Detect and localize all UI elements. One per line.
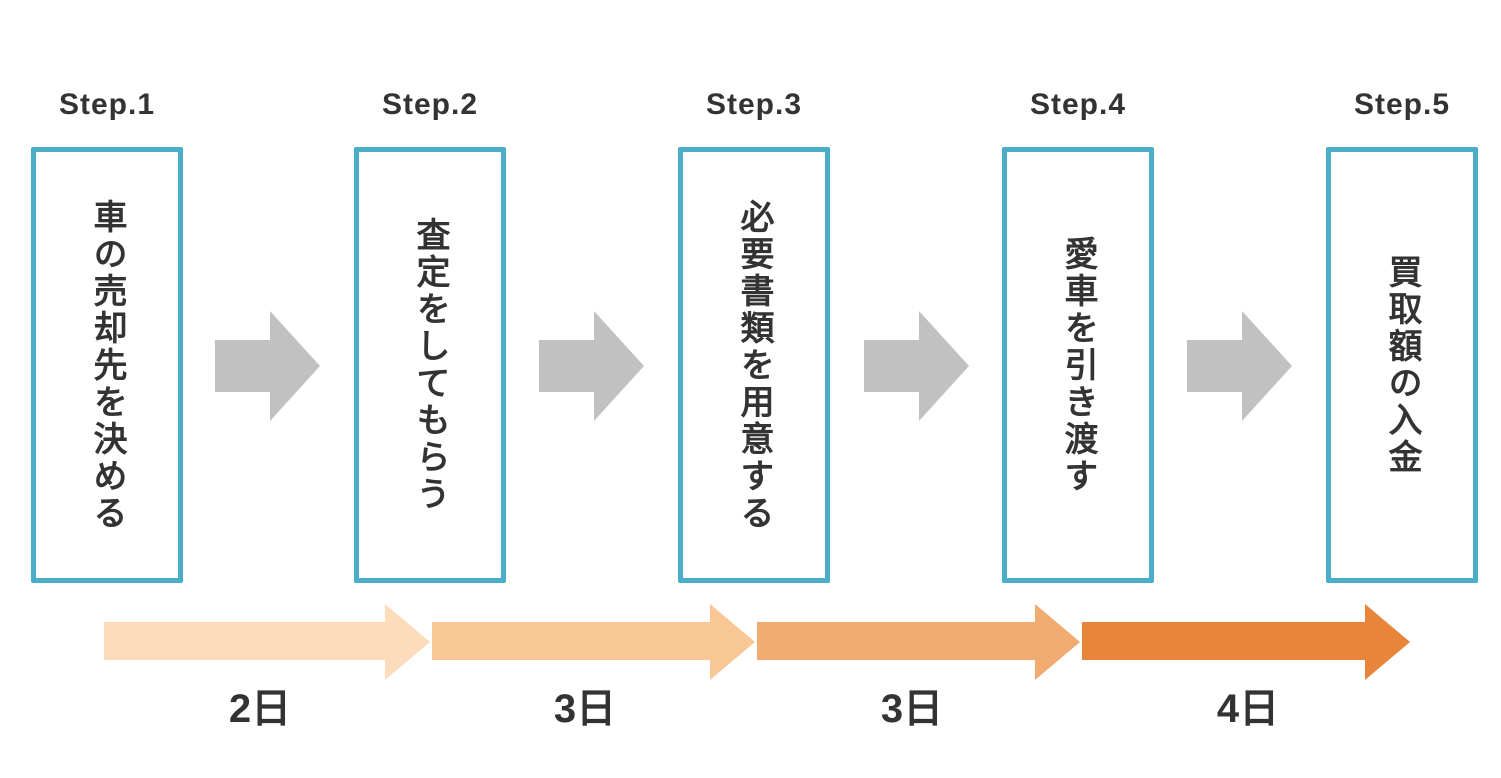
duration-label-1: 2日 bbox=[228, 687, 292, 731]
connector-arrow-icon bbox=[539, 311, 644, 421]
step-2-text: 査定をしてもらう bbox=[411, 217, 449, 513]
step-4: Step.4 愛車を引き渡す bbox=[1002, 88, 1154, 583]
connector-arrow-2-shape bbox=[539, 311, 644, 421]
step-5-label: Step.5 bbox=[1353, 88, 1451, 121]
timeline-segment-2 bbox=[432, 604, 755, 680]
connector-arrow-4-shape bbox=[1187, 311, 1292, 421]
timeline-segment-1 bbox=[104, 604, 430, 680]
step-3: Step.3 必要書類を用意する bbox=[678, 88, 830, 583]
timeline-segment-4 bbox=[1082, 604, 1410, 680]
connector-arrow-icon bbox=[864, 311, 969, 421]
step-3-box: 必要書類を用意する bbox=[678, 147, 830, 583]
connector-arrow-3-shape bbox=[864, 311, 969, 421]
connector-arrow-icon bbox=[1187, 311, 1292, 421]
step-1-box: 車の売却先を決める bbox=[31, 147, 183, 583]
duration-label-4: 4日 bbox=[1216, 687, 1280, 731]
step-1-text: 車の売却先を決める bbox=[88, 198, 126, 532]
timeline-arrow bbox=[104, 604, 1410, 680]
timeline-segment-3 bbox=[757, 604, 1080, 680]
step-5: Step.5 買取額の入金 bbox=[1326, 88, 1478, 583]
step-3-text: 必要書類を用意する bbox=[735, 198, 773, 532]
connector-arrow-icon bbox=[215, 311, 320, 421]
duration-label-3: 3日 bbox=[880, 687, 944, 731]
step-4-box: 愛車を引き渡す bbox=[1002, 147, 1154, 583]
step-4-text: 愛車を引き渡す bbox=[1059, 235, 1097, 495]
step-3-label: Step.3 bbox=[705, 88, 803, 121]
step-2-box: 査定をしてもらう bbox=[354, 147, 506, 583]
step-5-box: 買取額の入金 bbox=[1326, 147, 1478, 583]
step-1-label: Step.1 bbox=[58, 88, 156, 121]
step-4-label: Step.4 bbox=[1029, 88, 1127, 121]
step-1: Step.1 車の売却先を決める bbox=[31, 88, 183, 583]
step-2-label: Step.2 bbox=[381, 88, 479, 121]
duration-label-2: 3日 bbox=[553, 687, 617, 731]
step-2: Step.2 査定をしてもらう bbox=[354, 88, 506, 583]
connector-arrow-1-shape bbox=[215, 311, 320, 421]
step-5-text: 買取額の入金 bbox=[1383, 254, 1421, 476]
